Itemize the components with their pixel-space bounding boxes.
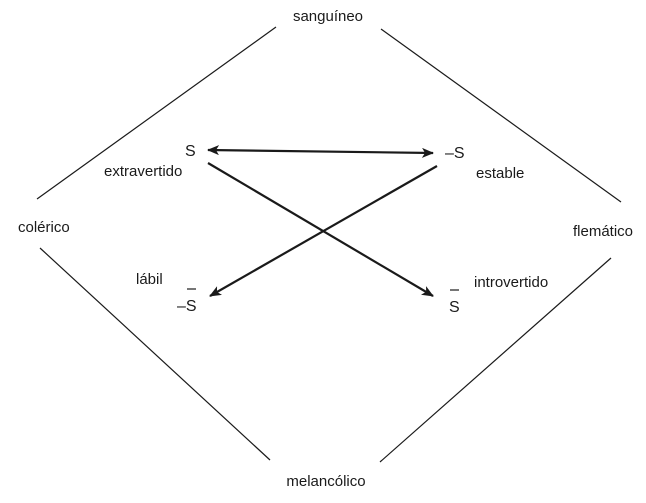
label-flematico: flemático bbox=[573, 223, 633, 240]
edge-bottom-right bbox=[379, 257, 612, 463]
label-colerico: colérico bbox=[18, 219, 70, 236]
label-labil: lábil bbox=[136, 271, 163, 288]
label-estable: estable bbox=[476, 165, 524, 182]
arrow-s-neg-s bbox=[207, 145, 434, 158]
label-melancolico: melancólico bbox=[286, 473, 365, 490]
label-introvertido: introvertido bbox=[474, 274, 548, 291]
edge-top-left bbox=[36, 26, 277, 200]
edge-top-right bbox=[380, 28, 622, 203]
edge-bottom-left bbox=[39, 247, 271, 461]
arrow-neg-s-to-neg-s-bar bbox=[209, 165, 438, 297]
arrow-s-to-s-bar bbox=[207, 162, 434, 297]
node-s: S bbox=[185, 143, 196, 160]
label-sanguineo: sanguíneo bbox=[293, 8, 363, 25]
node-neg-s-bar: –S bbox=[177, 298, 197, 315]
node-neg-s: –S bbox=[445, 145, 465, 162]
label-extravertido: extravertido bbox=[104, 163, 182, 180]
node-s-bar: S bbox=[449, 299, 460, 316]
